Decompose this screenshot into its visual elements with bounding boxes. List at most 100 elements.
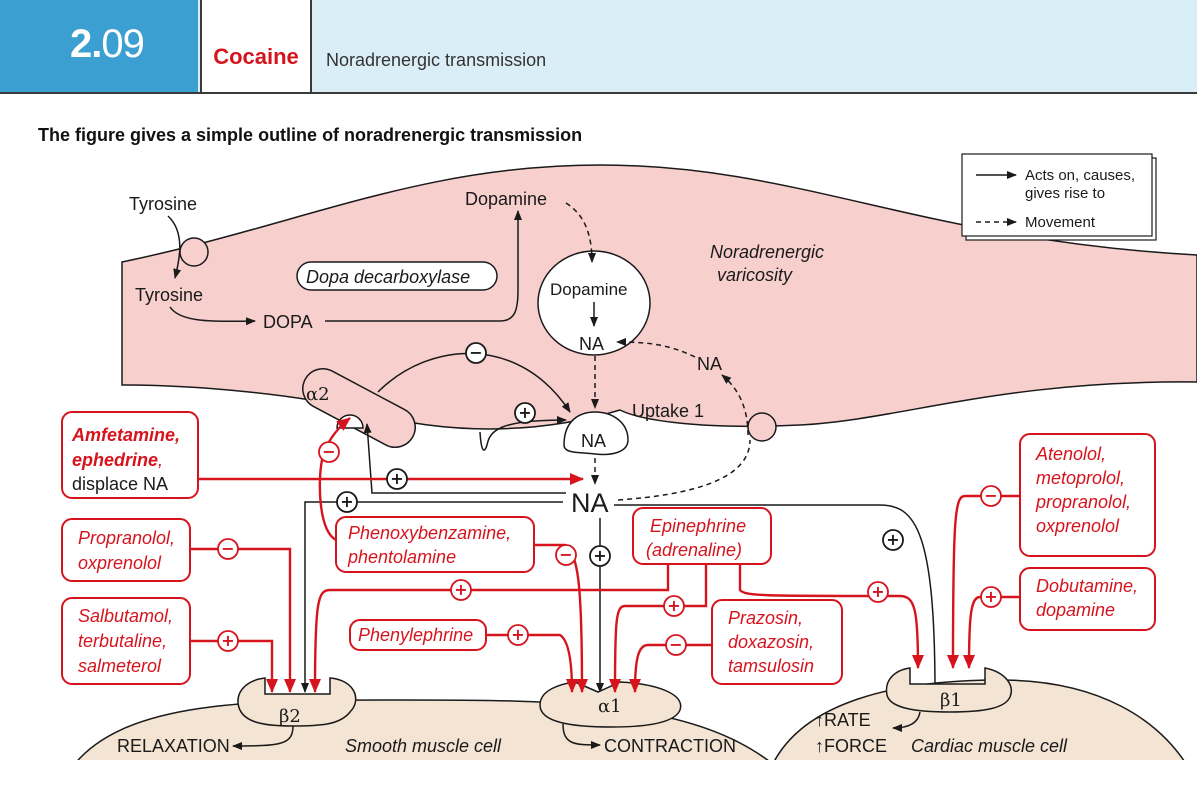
epinephrine-box [632, 507, 772, 565]
propranolol-sign-minus: − [217, 538, 239, 560]
chapter-minor: 09 [101, 22, 144, 66]
propranolol-line2: oxprenolol [78, 553, 162, 573]
propranolol-line1: Propranolol, [78, 528, 175, 548]
alpha2-label: α2 [306, 384, 330, 405]
uptake-label: Uptake 1 [632, 401, 704, 421]
dopa-to-dopamine-arrow [325, 210, 522, 322]
legend-solid-1: Acts on, causes, [1025, 167, 1135, 184]
varicosity-label-1: Noradrenergic [710, 242, 824, 262]
na-to-beta2-line [301, 501, 563, 693]
phenylephrine-sign-glyph: + [511, 625, 524, 644]
salbutamol-sign-plus: + [217, 630, 239, 652]
beta2-receptor [237, 677, 357, 727]
uptake-transporter [747, 412, 777, 442]
alpha2-inhibit-sign-minus: − [465, 342, 487, 364]
vesicle-dopamine: Dopamine [550, 280, 628, 299]
chapter-tab: 2.09 [0, 0, 198, 92]
amfetamine-line2: ephedrine, [72, 450, 163, 470]
alpha2-inhibit-sign-circle [465, 342, 487, 364]
prazosin-sign-glyph: − [669, 635, 682, 654]
title-box: Cocaine [200, 0, 312, 92]
propranolol-sign-circle [217, 538, 239, 560]
chapter-major: 2. [70, 22, 102, 66]
beta2-na-sign-circle [336, 491, 358, 513]
legend-panel [961, 153, 1153, 237]
salbutamol-line3: salmeterol [78, 656, 162, 676]
amfetamine-comma: , [158, 450, 163, 470]
atenolol-sign-glyph: − [984, 486, 997, 505]
varicosity-label-2: varicosity [717, 265, 793, 285]
dobutamine-line2: dopamine [1036, 600, 1115, 620]
atenolol-sign-circle [980, 485, 1002, 507]
dobutamine-sign-plus: + [980, 586, 1002, 608]
amfetamine-plus-sign-circle [386, 468, 408, 490]
epinephrine-beta2-sign-glyph: + [454, 580, 467, 599]
epinephrine-alpha1-sign-circle [663, 595, 685, 617]
beta1-na-sign-glyph: + [886, 530, 899, 549]
released-na-pocket [563, 411, 629, 456]
beta1-receptor [885, 667, 1012, 713]
action-potential-sign-circle [514, 402, 536, 424]
alpha1-na-sign-circle [589, 545, 611, 567]
salbutamol-sign-circle [217, 630, 239, 652]
tyrosine-entry-arrow [167, 215, 182, 279]
phenoxy-to-alpha1-arrow [534, 543, 588, 693]
dobutamine-sign-circle [980, 586, 1002, 608]
epinephrine-beta2-sign-plus: + [450, 579, 472, 601]
beta1-label: β1 [940, 690, 962, 711]
dopamine-top: Dopamine [465, 189, 547, 209]
salbutamol-sign-glyph: + [221, 631, 234, 650]
prazosin-box [711, 599, 843, 685]
epinephrine-beta1-sign-circle [867, 581, 889, 603]
beta2-na-sign-plus: + [336, 491, 358, 513]
propranolol-sign-glyph: − [221, 539, 234, 558]
dobutamine-box [1019, 567, 1156, 631]
phenylephrine-label: Phenylephrine [358, 625, 473, 645]
propranolol-arrow [190, 547, 296, 693]
prazosin-sign-minus: − [665, 634, 687, 656]
enzyme-label: Dopa decarboxylase [306, 267, 470, 287]
na-to-alpha2-line [363, 423, 566, 494]
dopa-label: DOPA [263, 312, 313, 332]
amfetamine-box [61, 411, 199, 499]
epinephrine-alpha1-sign-glyph: + [667, 596, 680, 615]
phenoxy-line2: phentolamine [347, 547, 456, 567]
epinephrine-line1: Epinephrine [650, 516, 746, 536]
tyrosine-to-dopa-arrow [169, 306, 256, 326]
phenoxy-line1: Phenoxybenzamine, [348, 523, 511, 543]
dopamine-into-vesicle-arrow [565, 202, 596, 263]
legend-solid-2: gives rise to [1025, 185, 1105, 202]
prazosin-line2: doxazosin, [728, 632, 814, 652]
action-potential-sign-plus: + [514, 402, 536, 424]
dobutamine-arrow [963, 595, 1020, 669]
prazosin-arrow [629, 643, 712, 693]
atenolol-arrow [947, 494, 1020, 669]
relaxation-arrow [232, 725, 294, 750]
enzyme-box [296, 261, 498, 291]
page-title: Cocaine [213, 44, 299, 69]
alpha1-na-sign-plus: + [589, 545, 611, 567]
phenoxy-alpha2-sign-circle [318, 441, 340, 463]
tyrosine-outside: Tyrosine [129, 194, 197, 214]
tyrosine-transporter [179, 237, 209, 267]
rate-arrow [892, 711, 921, 732]
dobutamine-sign-glyph: + [984, 587, 997, 606]
phenoxy-alpha1-sign-glyph: − [559, 545, 572, 564]
phenylephrine-arrow [486, 633, 578, 693]
phenylephrine-sign-plus: + [507, 624, 529, 646]
epinephrine-to-alpha1-arrow [609, 564, 708, 693]
amfetamine-line3: displace NA [72, 474, 168, 494]
cardiac-cell-label: Cardiac muscle cell [911, 736, 1068, 756]
vesicle-na: NA [579, 334, 604, 354]
atenolol-line4: oxprenolol [1036, 516, 1120, 536]
atenolol-line2: metoprolol, [1036, 468, 1125, 488]
amfetamine-line1: Amfetamine, [71, 425, 180, 445]
prazosin-line1: Prazosin, [728, 608, 803, 628]
na-into-vesicle-arrow [616, 338, 696, 358]
cell-cutoff [0, 760, 1197, 804]
na-to-beta1-line [614, 504, 939, 693]
figure-heading: The figure gives a simple outline of nor… [38, 125, 583, 145]
smooth-cell-label: Smooth muscle cell [345, 736, 502, 756]
alpha1-label: α1 [598, 696, 622, 717]
force-label: ↑FORCE [815, 736, 887, 756]
